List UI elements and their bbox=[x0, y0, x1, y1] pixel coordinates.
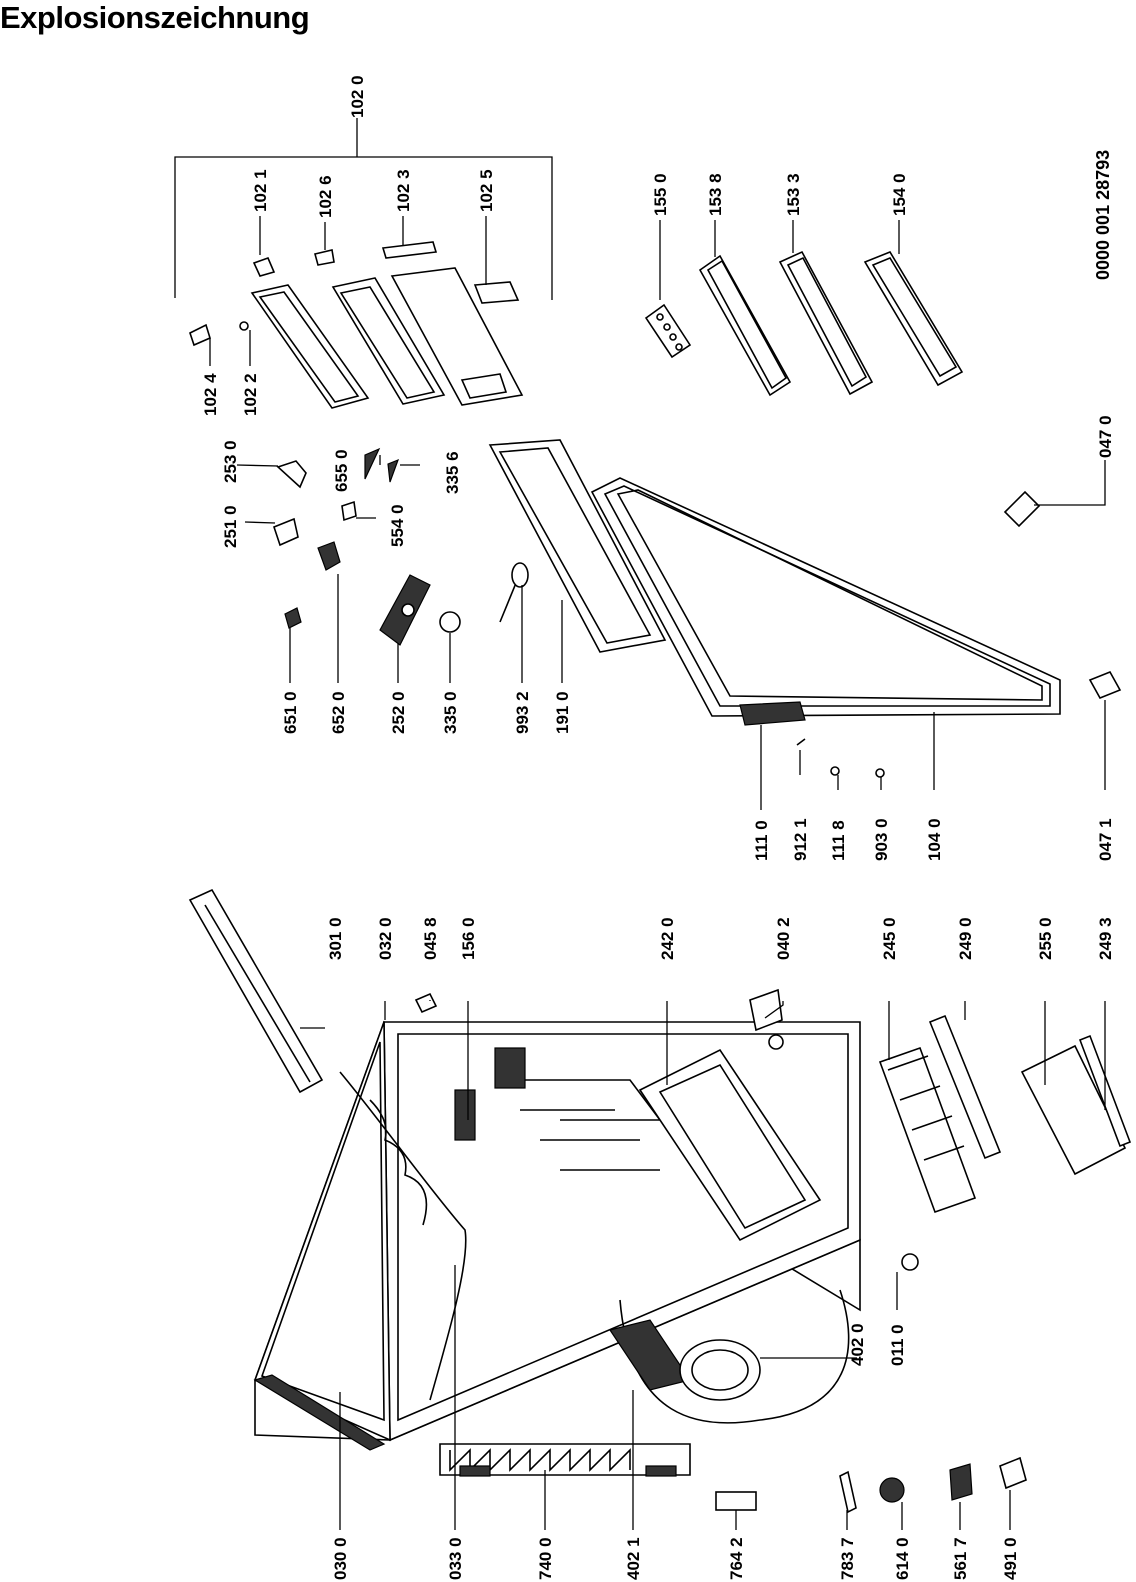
callout-154-0: 154 0 bbox=[890, 173, 909, 216]
callout-111-0: 111 0 bbox=[752, 820, 771, 861]
callout-111-8: 111 8 bbox=[829, 820, 848, 861]
callout-155-0: 155 0 bbox=[651, 173, 670, 216]
callout-402-0: 402 0 bbox=[848, 1323, 867, 1366]
callout-252-0: 252 0 bbox=[389, 691, 408, 734]
door-shelf-1540 bbox=[863, 251, 964, 387]
lamp-cable bbox=[499, 562, 529, 623]
callout-652-0: 652 0 bbox=[329, 691, 348, 734]
callout-255-0: 255 0 bbox=[1036, 917, 1055, 960]
callout-402-1: 402 1 bbox=[624, 1537, 643, 1580]
door-shelf-1533 bbox=[778, 250, 874, 396]
freezer-door-gasket bbox=[250, 284, 370, 409]
shelf-edge-249 bbox=[928, 1014, 1002, 1160]
callout-153-3: 153 3 bbox=[784, 173, 803, 216]
callout-045-8: 045 8 bbox=[421, 917, 440, 960]
callout-030-0: 030 0 bbox=[331, 1537, 350, 1580]
freezer-door-frame bbox=[331, 277, 446, 405]
callout-040-2: 040 2 bbox=[774, 917, 793, 960]
callout-102-0: 102 0 bbox=[348, 75, 367, 118]
glass-shelf bbox=[1020, 1034, 1132, 1176]
callout-249-3: 249 3 bbox=[1096, 917, 1115, 960]
door-shelf-1538 bbox=[698, 254, 792, 397]
callout-993-2: 993 2 bbox=[513, 691, 532, 734]
callout-301-0: 301 0 bbox=[326, 917, 345, 960]
control-housing bbox=[379, 574, 461, 646]
callout-032-0: 032 0 bbox=[376, 917, 395, 960]
freezer-door-panel bbox=[390, 267, 524, 406]
door-hinge-parts bbox=[796, 490, 1122, 778]
callout-102-2: 102 2 bbox=[241, 373, 260, 416]
callout-011-0: 011 0 bbox=[888, 1324, 907, 1366]
callout-651-0: 651 0 bbox=[281, 691, 300, 734]
callout-251-0: 251 0 bbox=[221, 505, 240, 548]
callout-655-0: 655 0 bbox=[332, 449, 351, 492]
callout-554-0: 554 0 bbox=[388, 504, 407, 547]
callout-102-6: 102 6 bbox=[316, 175, 335, 218]
callout-033-0: 033 0 bbox=[446, 1537, 465, 1580]
leader-lines bbox=[209, 118, 1106, 1530]
callout-242-0: 242 0 bbox=[658, 917, 677, 960]
callout-249-0: 249 0 bbox=[956, 917, 975, 960]
callout-191-0: 191 0 bbox=[553, 691, 572, 734]
callout-245-0: 245 0 bbox=[880, 917, 899, 960]
page-title: Explosionszeichnung bbox=[0, 0, 310, 35]
freezer-compartment-bracket bbox=[174, 156, 553, 300]
egg-tray bbox=[644, 303, 692, 359]
callout-156-0: 156 0 bbox=[459, 917, 478, 960]
callout-labels: 102 0 102 1 102 6 102 3 102 5 102 4 102 … bbox=[201, 75, 1115, 1580]
callout-614-0: 614 0 bbox=[893, 1537, 912, 1580]
freezer-small-parts bbox=[189, 241, 438, 347]
callout-047-1: 047 1 bbox=[1096, 818, 1115, 861]
callout-102-1: 102 1 bbox=[251, 169, 270, 212]
callout-153-8: 153 8 bbox=[706, 173, 725, 216]
callout-491-0: 491 0 bbox=[1001, 1537, 1020, 1580]
callout-102-4: 102 4 bbox=[201, 373, 220, 416]
callout-104-0: 104 0 bbox=[925, 818, 944, 861]
callout-102-3: 102 3 bbox=[394, 169, 413, 212]
callout-047-0: 047 0 bbox=[1096, 415, 1115, 458]
callout-335-0: 335 0 bbox=[441, 691, 460, 734]
document-number: 0000 001 28793 bbox=[1093, 150, 1113, 280]
cabinet-body bbox=[253, 1020, 861, 1477]
callout-912-1: 912 1 bbox=[791, 818, 810, 861]
cabinet-small-parts bbox=[414, 988, 1027, 1514]
main-door-gasket bbox=[488, 439, 667, 653]
callout-335-6: 335 6 bbox=[443, 451, 462, 494]
callout-102-5: 102 5 bbox=[477, 169, 496, 212]
callout-783-7: 783 7 bbox=[838, 1537, 857, 1580]
callout-740-0: 740 0 bbox=[536, 1537, 555, 1580]
top-cover-strip bbox=[188, 888, 324, 1094]
callout-903-0: 903 0 bbox=[872, 818, 891, 861]
control-small-parts bbox=[273, 447, 400, 629]
main-door bbox=[590, 477, 1061, 726]
callout-253-0: 253 0 bbox=[221, 440, 240, 483]
callout-764-2: 764 2 bbox=[727, 1537, 746, 1580]
callout-561-7: 561 7 bbox=[951, 1537, 970, 1580]
wire-shelf bbox=[878, 1046, 977, 1214]
